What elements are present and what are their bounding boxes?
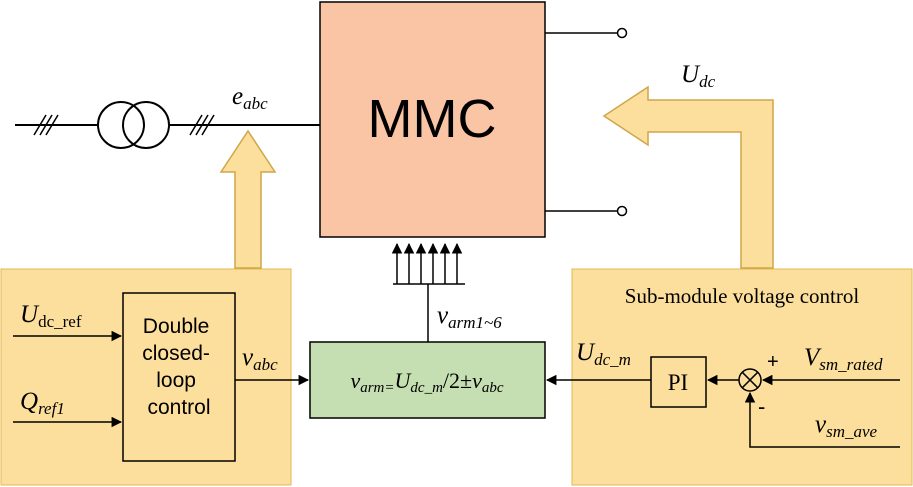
v-arm-label: varm1~6 <box>437 302 502 332</box>
mmc-label: MMC <box>368 89 497 149</box>
arm-voltage-formula: varm=Udc_m/2±vabc <box>350 368 503 396</box>
vsm-ave-label: vsm_ave <box>815 411 878 441</box>
udc-ref-label: Udc_ref <box>20 301 82 331</box>
dc-terminal-bottom <box>545 205 628 217</box>
submodule-control-title: Sub-module voltage control <box>625 284 860 308</box>
hatch-marks-left <box>33 114 59 136</box>
e-abc-label: eabc <box>232 83 268 113</box>
minus-sign: - <box>758 394 765 419</box>
qref-label: Qref1 <box>20 388 65 418</box>
summing-junction <box>738 368 762 392</box>
arm-voltage-formula-block <box>309 341 546 419</box>
double-closed-loop-label: Double closed- loop control <box>142 315 216 419</box>
udc-feedback-arrow <box>602 85 774 269</box>
plus-sign: + <box>767 351 779 373</box>
double-closed-loop-block <box>122 292 236 462</box>
arm-signal-arrows <box>391 242 465 342</box>
pi-label: PI <box>668 370 688 395</box>
mmc-block <box>319 1 546 238</box>
vabc-label: vabc <box>242 344 278 374</box>
up-arrow-to-grid <box>219 129 277 269</box>
udc-label: Udc <box>681 61 716 91</box>
vsm-rated-label: Vsm_rated <box>804 344 883 374</box>
hatch-marks-right <box>189 114 215 136</box>
vsm-ave-feedback-arrow <box>744 391 900 448</box>
dc-terminal-top <box>545 27 628 39</box>
udcm-label: Udc_m <box>576 339 631 369</box>
pi-controller-block <box>650 356 707 408</box>
transformer-icon <box>97 101 170 149</box>
